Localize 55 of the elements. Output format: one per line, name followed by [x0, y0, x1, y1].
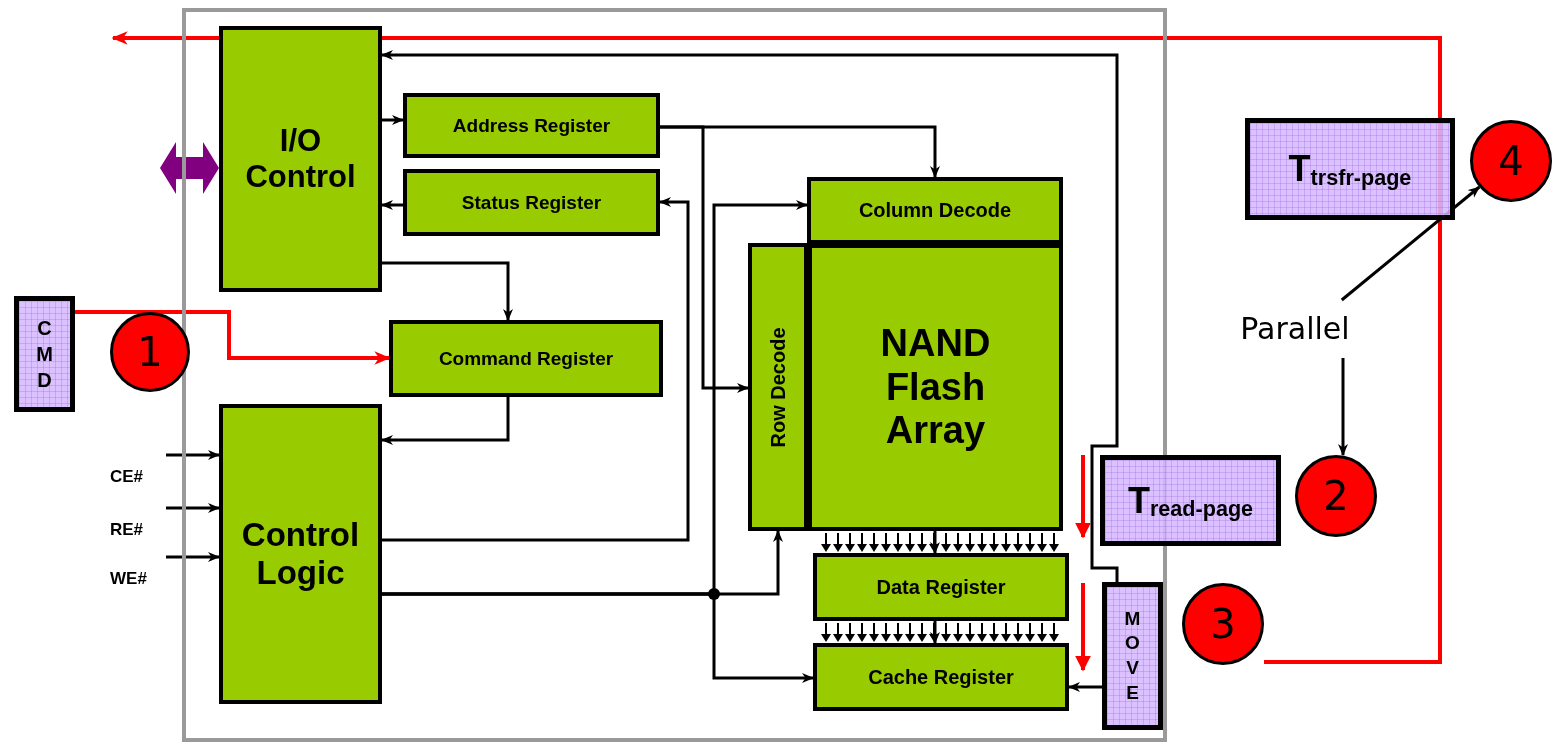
parallel-arrows-drawing — [821, 533, 1059, 552]
arrow — [1068, 682, 1102, 692]
timing-box — [1245, 118, 1455, 220]
block-box — [403, 93, 660, 158]
block-box — [389, 320, 663, 397]
block-label: NAND Flash Array — [879, 321, 992, 454]
arrow — [382, 592, 814, 683]
block-label: Command Register — [438, 347, 614, 370]
timing-box — [14, 296, 75, 412]
parallel-arrows-drawing — [821, 623, 1059, 642]
arrow — [166, 450, 220, 460]
step-number: 4 — [1498, 138, 1524, 184]
arrow — [75, 310, 391, 365]
arrow — [382, 197, 690, 542]
timing-label: CMD — [35, 316, 54, 393]
arrow — [382, 261, 513, 321]
block-label: Status Register — [461, 191, 602, 214]
arrow — [1340, 185, 1481, 302]
arrow — [382, 115, 404, 125]
arrow — [381, 200, 403, 210]
block-box — [807, 177, 1063, 244]
arrow — [660, 125, 749, 393]
timing-box — [1100, 455, 1281, 546]
block-box — [219, 26, 382, 292]
arrow — [1338, 358, 1348, 456]
block-label: Row Decode — [766, 327, 790, 447]
timing-box — [1102, 582, 1163, 730]
step-number: 1 — [137, 329, 163, 375]
block-label: Control Logic — [240, 516, 361, 592]
timing-label: T$_{read-page}$ — [1127, 479, 1254, 522]
arrow — [930, 621, 940, 644]
block-label: I/O Control — [244, 123, 357, 195]
timing-label: MOVE — [1123, 606, 1142, 705]
arrow — [381, 50, 1119, 582]
block-label: Data Register — [876, 575, 1006, 599]
signal-name: CE# — [110, 467, 144, 487]
arrow — [930, 531, 940, 554]
block-box — [813, 553, 1069, 621]
block-label: Address Register — [452, 114, 611, 137]
arrow — [381, 397, 510, 445]
block-box — [748, 243, 808, 531]
block-box — [219, 404, 382, 704]
bus-arrow — [160, 142, 219, 194]
arrow — [166, 552, 220, 562]
note-text: Parallel — [1240, 311, 1350, 347]
step-number: 3 — [1210, 601, 1236, 647]
block-box — [403, 169, 660, 236]
block-box — [813, 643, 1069, 711]
block-label: Column Decode — [858, 199, 1012, 222]
step-number: 2 — [1323, 473, 1349, 519]
block-label: Cache Register — [868, 665, 1014, 689]
signal-name: RE# — [110, 520, 144, 540]
arrow — [166, 503, 220, 513]
signal-name: WE# — [110, 569, 147, 589]
timing-label: T$_{trsfr-page}$ — [1288, 148, 1412, 190]
